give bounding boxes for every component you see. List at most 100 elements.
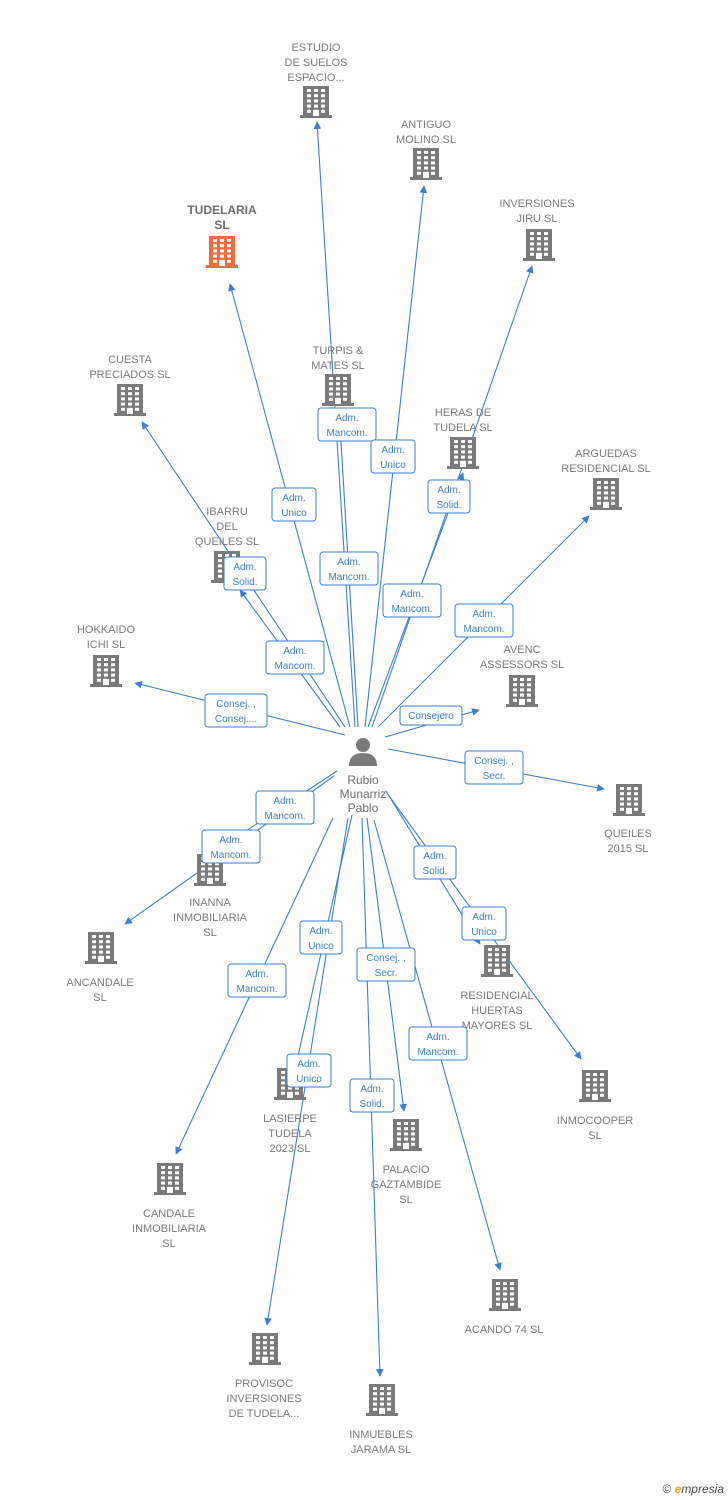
building-icon: [579, 1070, 611, 1102]
edge-role-label-estudio[interactable]: Adm. Mancom.: [317, 407, 377, 442]
company-label: SL: [588, 1130, 601, 1142]
company-label: GAZTAMBIDE: [371, 1179, 442, 1191]
role-label-box: [408, 1026, 468, 1061]
company-label: JIRU SL: [517, 213, 558, 225]
role-label-box: [349, 1078, 395, 1113]
company-node-turpis[interactable]: TURPIS &MATES SL: [311, 345, 365, 406]
role-label-box: [201, 829, 261, 864]
company-label: TUDELA: [268, 1128, 312, 1140]
edge-role-label-jiru[interactable]: Adm.Solid.: [427, 479, 471, 514]
company-node-queiles[interactable]: QUEILES 2015 SL: [604, 784, 652, 855]
building-icon: [154, 1163, 186, 1195]
company-label: ANCANDALE: [66, 977, 133, 989]
edge-role-label-inmocooper[interactable]: Adm.Unico: [461, 906, 507, 941]
edge-role-label-lasierpe[interactable]: Adm.Unico: [299, 920, 343, 955]
empresia-logo[interactable]: empresia: [674, 1482, 724, 1496]
building-icon: [489, 1279, 521, 1311]
role-label-text: Adm.: [335, 413, 358, 424]
role-label-text: Solid.: [436, 500, 461, 511]
edge-role-label-jarama[interactable]: Adm.Solid.: [349, 1078, 395, 1113]
role-label-text: Mancom.: [463, 624, 504, 635]
edge-role-label-antiguo[interactable]: Adm.Unico: [370, 439, 416, 474]
edge-role-label-hokkaido[interactable]: Consej. ,Consej....: [204, 693, 268, 728]
person-icon: [349, 738, 377, 766]
building-icon: [206, 236, 238, 268]
role-label-text: Adm.: [337, 557, 360, 568]
company-label: IBARRU: [206, 506, 248, 518]
edge-labels-layer: Adm.Mancom.Adm.UnicoAdm.UnicoAdm.Solid.A…: [201, 407, 524, 1113]
edge-role-label-residencial[interactable]: Adm.Solid.: [413, 845, 457, 880]
copyright-symbol: ©: [662, 1482, 672, 1496]
role-label-text: Mancom.: [210, 850, 251, 861]
edge-role-label-ancandale[interactable]: Adm. Mancom.: [201, 829, 261, 864]
company-label: SL: [203, 927, 216, 939]
role-label-text: Adm.: [472, 609, 495, 620]
company-node-jiru[interactable]: INVERSIONES JIRU SL: [499, 198, 575, 261]
edge-role-label-queiles[interactable]: Consej. ,Secr.: [464, 750, 524, 785]
role-label-text: Adm.: [219, 835, 242, 846]
edge-role-label-ibarru[interactable]: Adm.Solid.: [223, 556, 267, 591]
company-label: INANNA: [189, 897, 231, 909]
edge-role-label-candale[interactable]: Adm.Mancom.: [227, 963, 287, 998]
edge-role-label-tudelaria[interactable]: Adm.Unico: [271, 487, 317, 522]
role-label-text: Secr.: [483, 771, 506, 782]
role-label-text: Mancom.: [326, 428, 367, 439]
role-label-text: Solid.: [232, 577, 257, 588]
role-label-text: Mancom.: [264, 811, 305, 822]
role-label-text: Adm.: [273, 796, 296, 807]
role-label-box: [454, 603, 514, 638]
role-label-box: [464, 750, 524, 785]
company-label: 2015 SL: [608, 843, 649, 855]
edge-role-label-provisoc[interactable]: Adm.Unico: [286, 1053, 332, 1088]
company-label: TUDELA SL: [433, 422, 492, 434]
company-label: MOLINO SL: [396, 134, 456, 146]
edge-role-label-turpis[interactable]: Adm.Mancom.: [319, 551, 379, 586]
company-node-acando[interactable]: ACANDO 74 SL: [465, 1279, 544, 1336]
edge-role-label-cuesta[interactable]: Adm.Mancom.: [265, 640, 325, 675]
company-label: RESIDENCIAL: [460, 990, 533, 1002]
role-label-text: Adm.: [309, 926, 332, 937]
company-node-inmocooper[interactable]: INMOCOOPER SL: [557, 1070, 633, 1142]
edge-role-label-arguedas[interactable]: Adm. Mancom.: [454, 603, 514, 638]
company-label: INMOBILIARIA: [173, 912, 248, 924]
company-label: MATES SL: [311, 360, 365, 372]
person-name-label: Munarriz: [340, 787, 387, 801]
company-label: CANDALE: [143, 1208, 195, 1220]
edge-role-label-avenc[interactable]: Consejero: [399, 705, 463, 726]
company-label: RESIDENCIAL SL: [561, 463, 650, 475]
edge-role-label-acando[interactable]: Adm.Mancom.: [408, 1026, 468, 1061]
company-label: QUEILES: [604, 828, 652, 840]
edge-role-label-palacio[interactable]: Consej. ,Secr.: [356, 947, 416, 982]
company-label: SL: [399, 1194, 412, 1206]
company-label: INMOCOOPER: [557, 1115, 633, 1127]
company-label: LASIERPE: [263, 1113, 317, 1125]
company-node-inanna[interactable]: INANNA INMOBILIARIA SL: [173, 854, 248, 939]
role-label-box: [286, 1053, 332, 1088]
role-label-box: [370, 439, 416, 474]
company-label: TUDELARIA: [187, 203, 257, 217]
edge-role-label-heras[interactable]: Adm.Mancom.: [382, 583, 442, 618]
role-label-box: [271, 487, 317, 522]
company-label: INVERSIONES: [499, 198, 574, 210]
role-label-text: Solid.: [422, 866, 447, 877]
edge-role-label-inanna[interactable]: Adm. Mancom.: [255, 790, 315, 825]
role-label-box: [255, 790, 315, 825]
company-label: SL: [214, 218, 229, 232]
role-label-text: Adm.: [283, 646, 306, 657]
